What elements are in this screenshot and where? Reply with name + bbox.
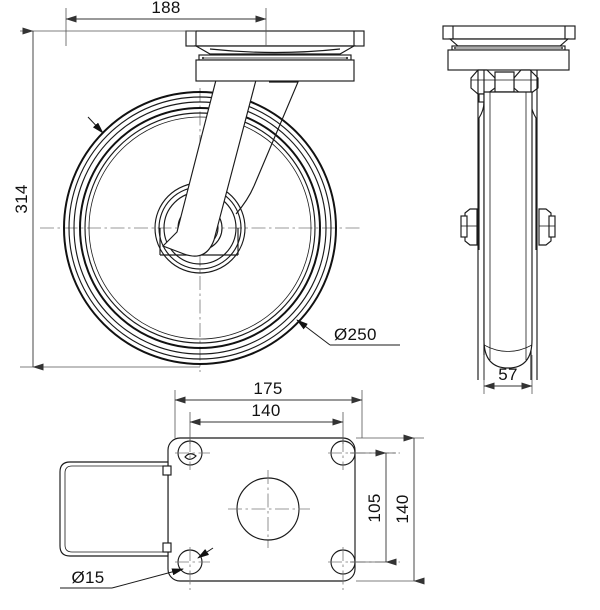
dim-d15: Ø15 xyxy=(60,547,214,589)
wheel-bottom xyxy=(59,461,172,557)
dim-d250: Ø250 xyxy=(296,319,400,346)
dim-188-label: 188 xyxy=(151,0,180,17)
dim-188: 188 xyxy=(65,0,267,46)
dim-140-vertical: 140 xyxy=(356,434,425,585)
dim-140-horizontal: 140 xyxy=(189,401,344,444)
dim-140v-label: 140 xyxy=(393,494,412,523)
bottom-view: 175 140 105 140 Ø15 xyxy=(59,379,425,590)
dim-140h-label: 140 xyxy=(251,401,280,420)
dim-105: 105 xyxy=(350,449,397,566)
dim-57-label: 57 xyxy=(498,365,518,384)
dim-57: 57 xyxy=(483,355,533,394)
tread-pointer-arrow xyxy=(87,116,104,134)
wheel-side xyxy=(483,91,533,369)
dim-314-label: 314 xyxy=(12,184,31,213)
top-plate-side xyxy=(442,25,576,71)
dim-314: 314 xyxy=(12,27,200,371)
swivel-fork-front xyxy=(161,79,299,257)
dim-175: 175 xyxy=(174,379,363,438)
top-plate-front xyxy=(185,30,365,82)
dim-105-label: 105 xyxy=(365,493,384,522)
mounting-plate-bottom xyxy=(167,437,356,582)
front-view: 188 314 Ø250 xyxy=(12,0,400,372)
dim-d15-label: Ø15 xyxy=(71,568,104,587)
dim-175-label: 175 xyxy=(253,379,282,398)
side-view: 57 xyxy=(442,25,576,394)
axle-bolts-side xyxy=(460,208,556,246)
dim-d250-label: Ø250 xyxy=(334,325,377,344)
